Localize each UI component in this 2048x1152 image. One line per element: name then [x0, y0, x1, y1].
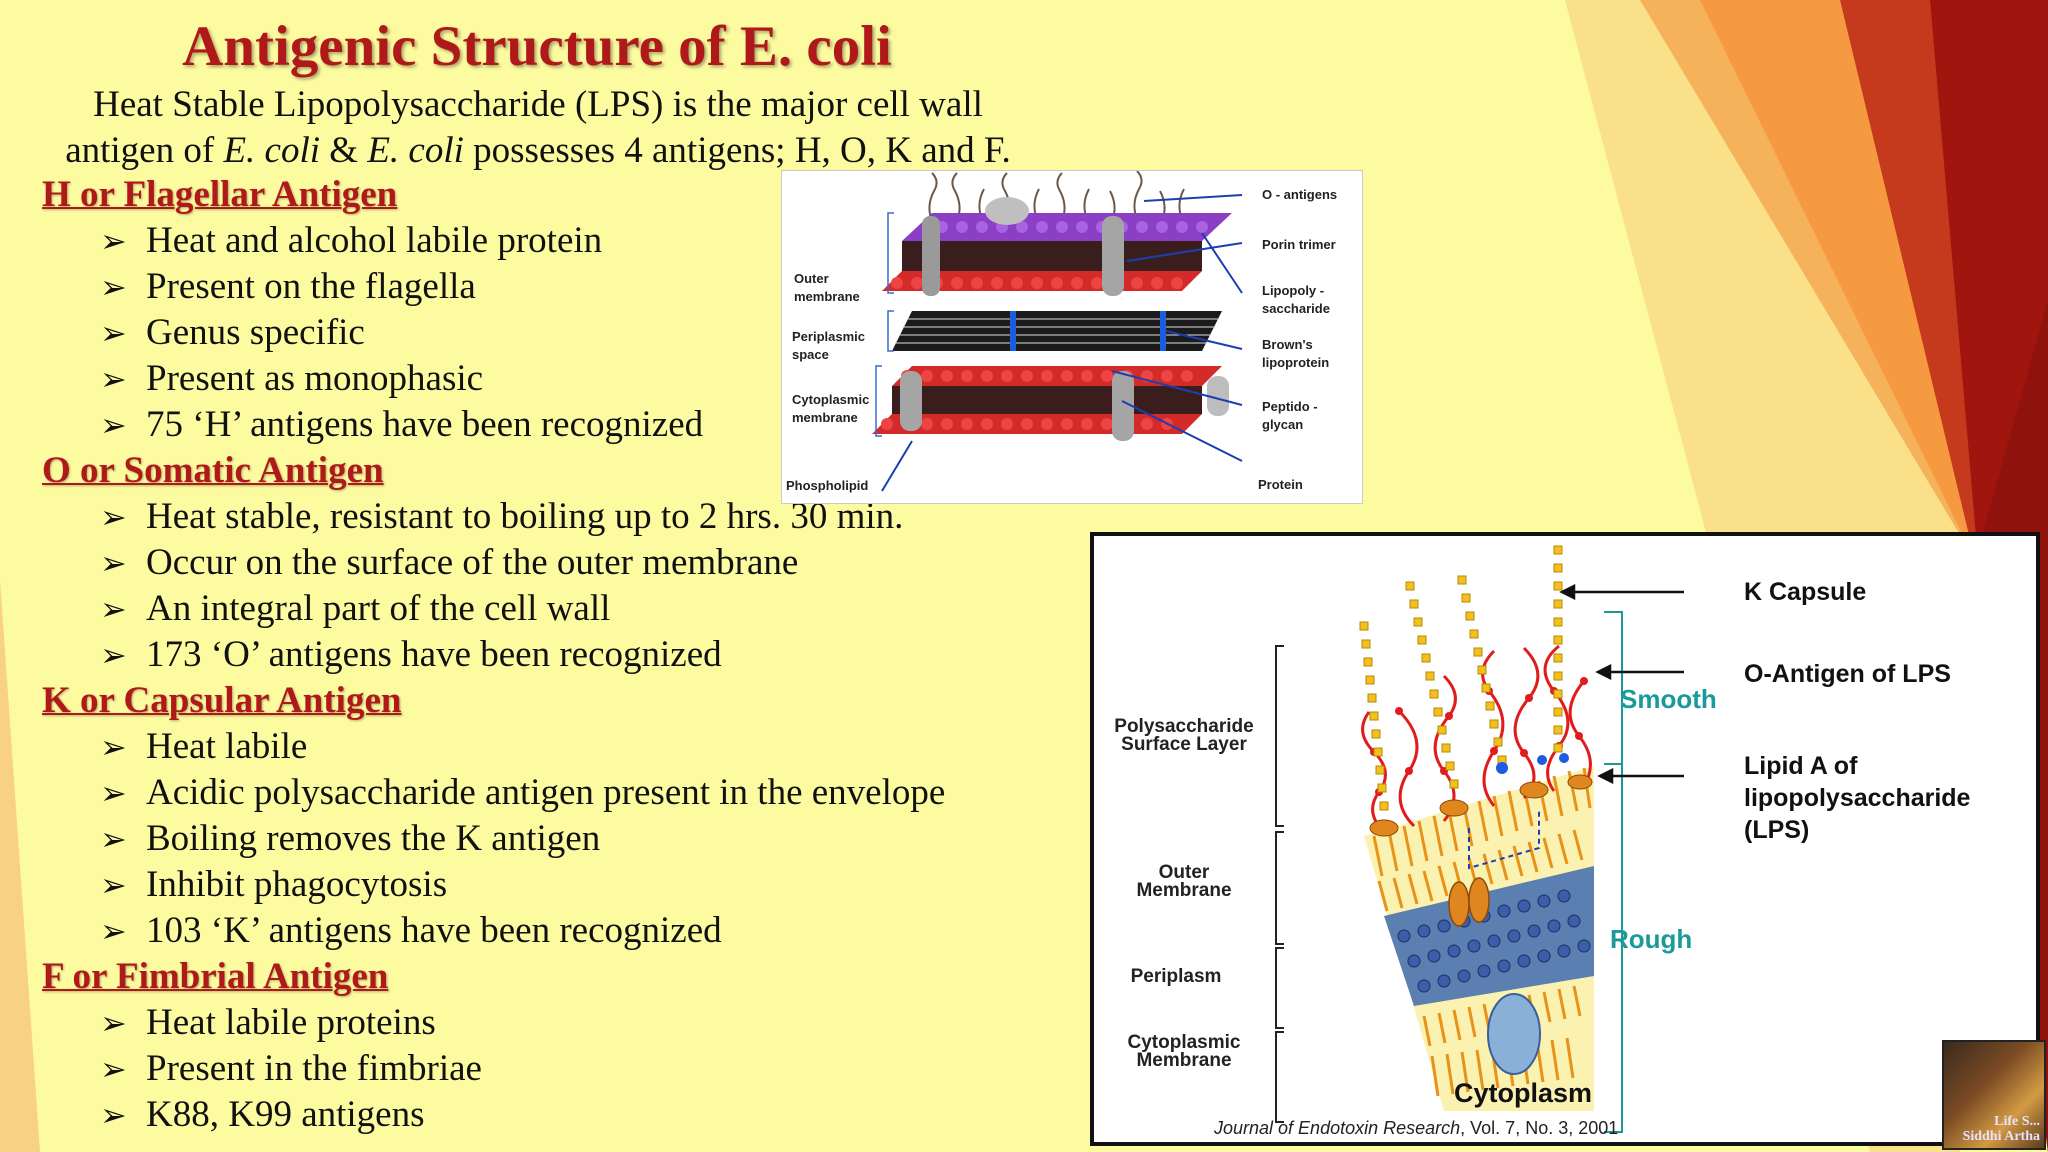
label-lps-2: saccharide — [1262, 301, 1330, 316]
arrow-bullet-icon: ➢ — [100, 361, 127, 397]
label-rough: Rough — [1610, 924, 1692, 954]
label-smooth: Smooth — [1620, 684, 1717, 714]
bullet-item: ➢Present on the flagella — [100, 266, 476, 307]
label-periplasmic-1: Periplasmic — [792, 329, 865, 344]
label-k-capsule: K Capsule — [1744, 578, 1866, 606]
label-phospholipid: Phospholipid — [786, 478, 868, 493]
membrane-protein — [900, 371, 922, 431]
label-cytoplasmic-1: Cytoplasmic — [1128, 1032, 1241, 1053]
label-outer-membrane-2: membrane — [794, 289, 860, 304]
bullet-item: ➢K88, K99 antigens — [100, 1094, 425, 1135]
arrow-bullet-icon: ➢ — [100, 499, 127, 535]
section-heading-f: F or Fimbrial Antigen — [42, 956, 389, 997]
pointer-arrows — [1559, 583, 1684, 785]
intro-text: Heat Stable Lipopolysaccharide (LPS) is … — [28, 82, 1048, 174]
bullet-item: ➢Acidic polysaccharide antigen present i… — [100, 772, 946, 813]
bullet-item: ➢Boiling removes the K antigen — [100, 818, 601, 859]
bullet-item: ➢103 ‘K’ antigens have been recognized — [100, 910, 722, 951]
label-lipid-a-2: lipopolysaccharide — [1744, 784, 1971, 812]
bullet-item: ➢An integral part of the cell wall — [100, 588, 611, 629]
peptidoglycan-layer — [892, 311, 1222, 351]
label-outer-membrane-2: Membrane — [1136, 880, 1231, 901]
arrow-bullet-icon: ➢ — [100, 637, 127, 673]
label-periplasm: Periplasm — [1131, 966, 1222, 987]
bullet-item: ➢Heat labile — [100, 726, 308, 767]
section-heading-h: H or Flagellar Antigen — [42, 174, 398, 215]
label-cytoplasmic-1: Cytoplasmic — [792, 392, 869, 407]
intro-line-1: Heat Stable Lipopolysaccharide (LPS) is … — [93, 84, 983, 125]
intro-line-2: antigen of E. coli & E. coli possesses 4… — [65, 130, 1011, 171]
arrow-bullet-icon: ➢ — [100, 1005, 127, 1041]
arrow-bullet-icon: ➢ — [100, 775, 127, 811]
label-cytoplasm: Cytoplasm — [1454, 1078, 1592, 1108]
bullet-item: ➢173 ‘O’ antigens have been recognized — [100, 634, 722, 675]
bullet-item: ➢Heat stable, resistant to boiling up to… — [100, 496, 904, 537]
arrow-bullet-icon: ➢ — [100, 867, 127, 903]
arrow-bullet-icon: ➢ — [100, 269, 127, 305]
bullet-item: ➢Genus specific — [100, 312, 365, 353]
smooth-rough-bracket — [1604, 611, 1623, 1133]
citation: Journal of Endotoxin Research, Vol. 7, N… — [1213, 1118, 1618, 1138]
label-o-antigens: O - antigens — [1262, 187, 1337, 202]
membrane-protein — [1487, 993, 1541, 1075]
arrow-bullet-icon: ➢ — [100, 315, 127, 351]
porin-protein — [922, 216, 940, 296]
bullet-item: ➢Occur on the surface of the outer membr… — [100, 542, 799, 583]
o-antigen-chains — [1361, 644, 1592, 834]
label-o-antigen-lps: O-Antigen of LPS — [1744, 660, 1951, 688]
arrow-bullet-icon: ➢ — [100, 821, 127, 857]
arrow-bullet-icon: ➢ — [100, 1097, 127, 1133]
label-browns-1: Brown's — [1262, 337, 1313, 352]
k-capsule-chains — [1359, 545, 1593, 837]
label-lipid-a-1: Lipid A of — [1744, 752, 1858, 780]
label-porin-trimer: Porin trimer — [1262, 237, 1336, 252]
arrow-bullet-icon: ➢ — [100, 223, 127, 259]
section-heading-k: K or Capsular Antigen — [42, 680, 402, 721]
bullet-item: ➢75 ‘H’ antigens have been recognized — [100, 404, 704, 445]
bullet-item: ➢Present as monophasic — [100, 358, 484, 399]
arrow-bullet-icon: ➢ — [100, 591, 127, 627]
bullet-item: ➢Inhibit phagocytosis — [100, 864, 448, 905]
arrow-bullet-icon: ➢ — [100, 1051, 127, 1087]
bullet-item: ➢Heat labile proteins — [100, 1002, 436, 1043]
arrow-bullet-icon: ➢ — [100, 729, 127, 765]
label-peptido-1: Peptido - — [1262, 399, 1318, 414]
arrow-bullet-icon: ➢ — [100, 913, 127, 949]
label-outer-membrane-1: Outer — [1159, 862, 1210, 883]
arrow-bullet-icon: ➢ — [100, 407, 127, 443]
section-heading-o: O or Somatic Antigen — [42, 450, 384, 491]
lipid-a-layer — [1372, 767, 1592, 912]
arrow-bullet-icon: ➢ — [100, 545, 127, 581]
lps-diagram: Polysaccharide Surface Layer Outer Membr… — [1090, 532, 2040, 1146]
bullet-item: ➢Heat and alcohol labile protein — [100, 220, 603, 261]
channel-logo: Life S...Siddhi Artha — [1942, 1040, 2046, 1150]
label-lps-1: Lipopoly - — [1262, 283, 1324, 298]
label-polysaccharide-2: Surface Layer — [1121, 734, 1247, 755]
label-outer-membrane-1: Outer — [794, 271, 829, 286]
label-peptido-2: glycan — [1262, 417, 1303, 432]
label-periplasmic-2: space — [792, 347, 829, 362]
bullet-item: ➢Present in the fimbriae — [100, 1048, 482, 1089]
label-browns-2: lipoprotein — [1262, 355, 1329, 370]
lps-headgroups — [936, 221, 1208, 233]
label-cytoplasmic-2: membrane — [792, 410, 858, 425]
label-cytoplasmic-2: Membrane — [1136, 1050, 1231, 1071]
label-protein: Protein — [1258, 477, 1303, 492]
slide-title: Antigenic Structure of E. coli — [182, 15, 892, 78]
label-lipid-a-3: (LPS) — [1744, 816, 1809, 844]
membrane-diagram: Outer membrane Periplasmic space Cytopla… — [781, 170, 1363, 504]
label-polysaccharide-1: Polysaccharide — [1114, 716, 1253, 737]
